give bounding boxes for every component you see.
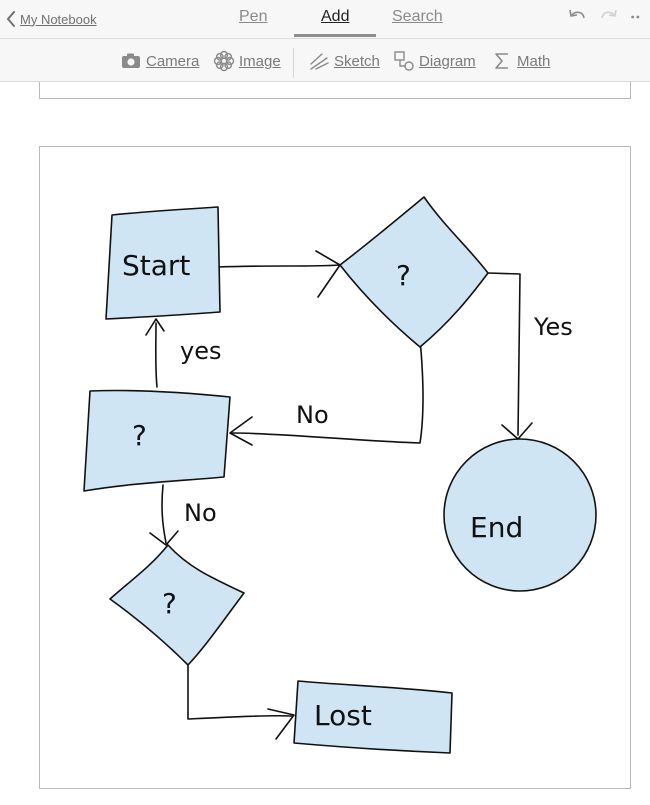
image-label: Image bbox=[239, 52, 281, 70]
node-decision-top bbox=[339, 196, 489, 348]
camera-icon bbox=[122, 53, 140, 68]
camera-button[interactable]: Camera bbox=[120, 50, 199, 72]
back-label: My Notebook bbox=[20, 11, 97, 27]
arrowhead-lost bbox=[267, 708, 295, 740]
arrowhead-down bbox=[149, 530, 179, 546]
sketch-icon bbox=[310, 53, 329, 70]
decision-top-label: ? bbox=[396, 259, 411, 292]
edge-label-no-left: No bbox=[184, 499, 217, 527]
tab-search[interactable]: Search bbox=[392, 8, 443, 25]
lost-label: Lost bbox=[314, 699, 372, 732]
toolbar-divider bbox=[293, 48, 294, 78]
tab-add[interactable]: Add bbox=[321, 8, 350, 25]
node-lost-box bbox=[293, 680, 453, 754]
top-actions bbox=[566, 6, 644, 28]
connector-bottom-to-lost bbox=[187, 664, 293, 720]
connector-decision-to-end bbox=[487, 272, 521, 436]
edge-label-no-middle: No bbox=[296, 401, 329, 429]
back-button[interactable]: My Notebook bbox=[6, 8, 97, 30]
arrowhead-end bbox=[501, 422, 533, 440]
camera-label: Camera bbox=[146, 52, 200, 70]
flowchart-sketch: Start ? ? ? End Lost Yes yes No No bbox=[83, 196, 597, 754]
edge-label-yes-right: Yes bbox=[533, 313, 573, 341]
node-end-circle bbox=[443, 438, 597, 592]
math-label: Math bbox=[517, 52, 551, 70]
edge-label-yes-left: yes bbox=[180, 337, 221, 365]
sketch-button[interactable]: Sketch bbox=[308, 50, 380, 72]
more-icon[interactable] bbox=[630, 6, 644, 28]
end-label: End bbox=[470, 511, 523, 544]
arrowhead-up bbox=[145, 318, 165, 336]
decision-bottom-label: ? bbox=[162, 587, 177, 620]
math-button[interactable]: Math bbox=[491, 50, 550, 72]
connector-left-to-start bbox=[154, 322, 158, 388]
node-start-box bbox=[105, 206, 221, 320]
connector-start-to-decision bbox=[217, 264, 341, 268]
image-button[interactable]: Image bbox=[213, 50, 281, 72]
sketch-canvas[interactable]: Start ? ? ? End Lost Yes yes No No bbox=[39, 146, 631, 789]
undo-icon[interactable] bbox=[566, 6, 588, 28]
diagram-icon bbox=[394, 51, 414, 71]
node-decision-left bbox=[83, 389, 231, 492]
insert-toolbar: Camera Image Sketch Diagram Math bbox=[0, 39, 650, 82]
diagram-button[interactable]: Diagram bbox=[393, 50, 476, 72]
top-bar: My Notebook Pen Add Search bbox=[0, 0, 650, 39]
sigma-icon bbox=[495, 53, 508, 69]
tab-pen[interactable]: Pen bbox=[239, 8, 268, 25]
previous-card[interactable] bbox=[39, 82, 631, 99]
connector-decision-to-left bbox=[231, 338, 424, 444]
arrowhead-left bbox=[229, 416, 253, 446]
image-icon bbox=[213, 50, 235, 72]
connector-left-to-bottom bbox=[161, 484, 167, 544]
active-tab-indicator bbox=[294, 34, 376, 37]
sketch-label: Sketch bbox=[334, 52, 380, 70]
chevron-left-icon bbox=[6, 11, 15, 27]
start-label: Start bbox=[122, 249, 190, 282]
diagram-label: Diagram bbox=[419, 52, 476, 70]
arrowhead-top bbox=[315, 250, 341, 298]
node-decision-bottom bbox=[109, 544, 245, 666]
decision-left-label: ? bbox=[132, 419, 147, 452]
redo-icon[interactable] bbox=[598, 6, 620, 28]
